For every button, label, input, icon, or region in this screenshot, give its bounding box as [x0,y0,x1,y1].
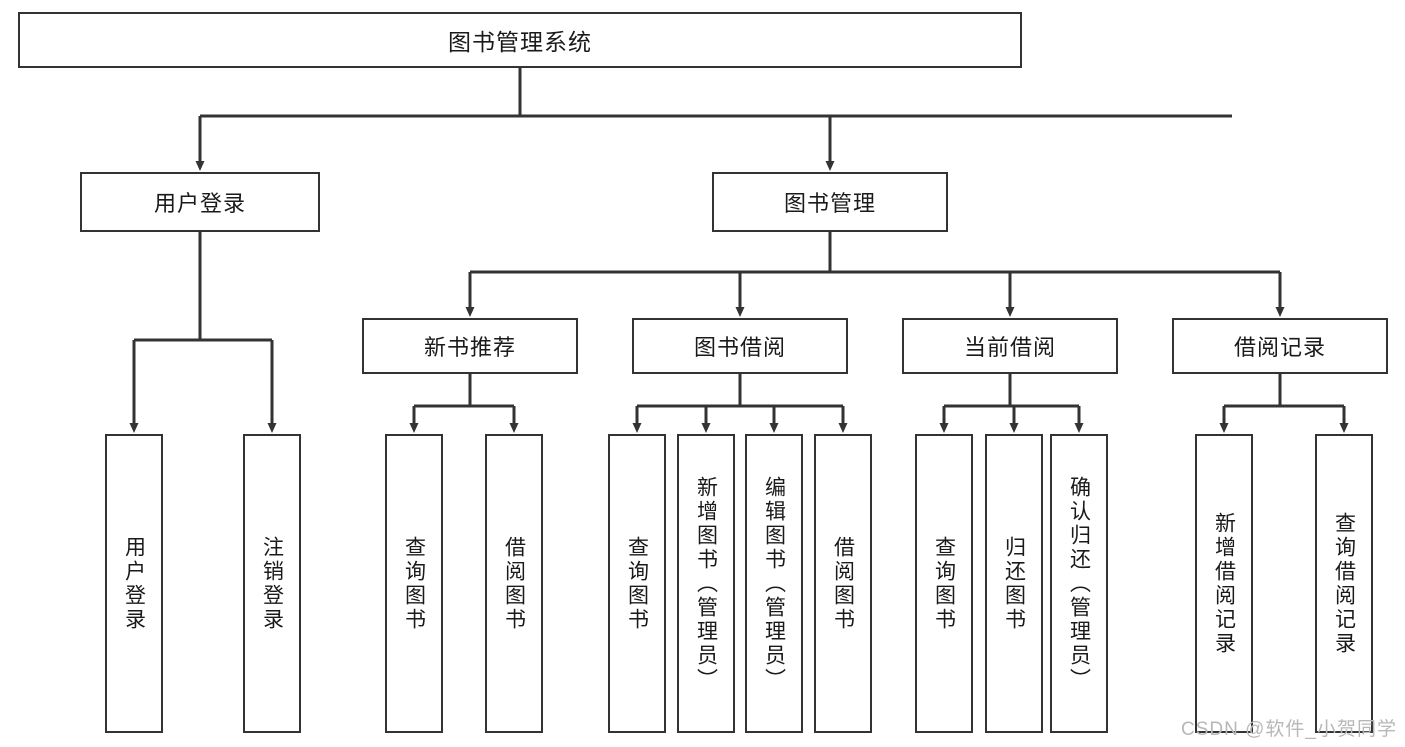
node-user-login[interactable]: 用户登录 [80,172,320,232]
leaf-user-login-label: 用户登录 [122,535,146,632]
leaf-query-book-2-label: 查询图书 [625,535,649,632]
node-user-login-label: 用户登录 [153,191,246,216]
leaf-add-record-label: 新增借阅记录 [1212,511,1236,656]
leaf-add-book[interactable]: 新增图书（管理员） [677,434,735,733]
leaf-edit-book-label: 编辑图书（管理员） [762,475,786,692]
watermark: CSDN @软件_小贺同学 [1181,719,1397,740]
leaf-borrow-book-1[interactable]: 借阅图书 [485,434,543,733]
node-new-book-recommend[interactable]: 新书推荐 [362,318,578,374]
leaf-query-book-1[interactable]: 查询图书 [385,434,443,733]
leaf-confirm-return-label: 确认归还（管理员） [1067,475,1091,692]
node-root[interactable]: 图书管理系统 [18,12,1022,68]
leaf-query-book-1-label: 查询图书 [402,535,426,632]
leaf-query-book-3[interactable]: 查询图书 [915,434,973,733]
node-current-borrow[interactable]: 当前借阅 [902,318,1118,374]
leaf-add-record[interactable]: 新增借阅记录 [1195,434,1253,733]
node-book-manage-label: 图书管理 [783,191,876,216]
node-new-book-recommend-label: 新书推荐 [423,335,516,360]
leaf-confirm-return[interactable]: 确认归还（管理员） [1050,434,1108,733]
node-book-borrow[interactable]: 图书借阅 [632,318,848,374]
node-root-label: 图书管理系统 [448,29,592,55]
leaf-query-book-3-label: 查询图书 [932,535,956,632]
leaf-user-logout-label: 注销登录 [260,535,284,632]
leaf-edit-book[interactable]: 编辑图书（管理员） [745,434,803,733]
leaf-return-book[interactable]: 归还图书 [985,434,1043,733]
node-borrow-record[interactable]: 借阅记录 [1172,318,1388,374]
node-current-borrow-label: 当前借阅 [963,335,1056,360]
leaf-add-book-label: 新增图书（管理员） [694,475,718,692]
leaf-borrow-book-2[interactable]: 借阅图书 [814,434,872,733]
node-book-manage[interactable]: 图书管理 [712,172,948,232]
leaf-user-login[interactable]: 用户登录 [105,434,163,733]
leaf-query-record[interactable]: 查询借阅记录 [1315,434,1373,733]
leaf-user-logout[interactable]: 注销登录 [243,434,301,733]
node-borrow-record-label: 借阅记录 [1233,335,1326,360]
leaf-query-record-label: 查询借阅记录 [1332,511,1356,656]
leaf-borrow-book-1-label: 借阅图书 [502,535,526,632]
leaf-query-book-2[interactable]: 查询图书 [608,434,666,733]
leaf-return-book-label: 归还图书 [1002,535,1026,632]
node-book-borrow-label: 图书借阅 [693,335,786,360]
leaf-borrow-book-2-label: 借阅图书 [831,535,855,632]
